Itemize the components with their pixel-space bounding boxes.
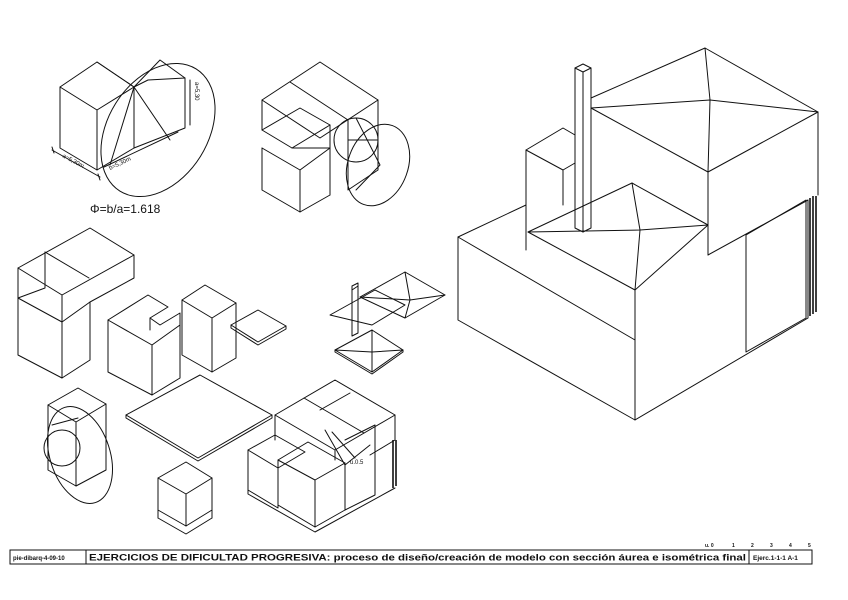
dim-vertical-label: a=5,30 [193,82,199,101]
composed-model-sketch: u.0.5 [247,379,397,533]
golden-section-sketch: a=5,30m b=5,30m a=5,30 Φ=b/a=1.618 [51,59,216,216]
tall-box-sketch [181,284,287,373]
golden-ratio-formula: Φ=b/a=1.618 [90,202,161,216]
final-isometric-house [457,47,819,421]
scale-label-2: 2 [751,543,754,549]
drawing-title: EJERCICIOS DE DIFICULTAD PROGRESIVA: pro… [89,553,746,563]
scale-bar: u. 0 1 2 3 4 5 [705,543,811,549]
scale-label-5: 5 [808,543,811,549]
roof-parts-sketch [329,271,446,375]
scale-label-4: 4 [789,543,792,549]
scale-label-0: u. 0 [705,543,714,549]
scale-label-1: 1 [732,543,735,549]
drawing-code: pie-dibarq-4-09-10 [13,556,65,562]
cube-circle-sketch [43,387,113,504]
cube-assembly-sketch [261,61,411,213]
title-block: pie-dibarq-4-09-10 EJERCICIOS DE DIFICUL… [9,549,813,565]
sheet-number: Ejerc.1-1-1 A-1 [753,555,798,562]
slab-sketch [125,374,273,462]
small-cube-sketch [157,461,213,535]
offset-annotation: u.0.5 [350,460,364,466]
scale-label-3: 3 [770,543,773,549]
stepped-blocks-sketch [17,227,135,379]
l-block-sketch [107,294,181,396]
